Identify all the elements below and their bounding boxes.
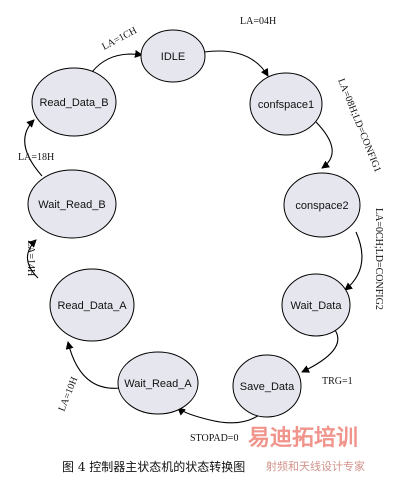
edge-idle-to-confspace1: [203, 50, 269, 77]
label-wait-read-b-to-read-data-b: LA=18H: [18, 152, 54, 163]
state-save-data-label: Save_Data: [240, 381, 295, 393]
label-confspace1-to-conspace2: LA=08H;LD=CONFIG1: [335, 77, 383, 174]
watermark-logo: 易迪拓培训: [248, 425, 358, 451]
label-read-data-a-to-wait-read-b: LA=14H: [25, 240, 36, 276]
state-wait-data-label: Wait_Data: [291, 300, 343, 312]
state-idle: IDLE: [140, 29, 206, 83]
state-read-data-b: Read_Data_B: [31, 67, 117, 137]
state-confspace1: confspace1: [249, 72, 323, 136]
label-save-data-to-wait-read-a: STOPAD=0: [190, 433, 238, 444]
state-wait-read-b-label: Wait_Read_B: [38, 199, 105, 211]
state-read-data-a-label: Read_Data_A: [57, 300, 127, 312]
state-conspace2: conspace2: [283, 172, 361, 238]
figure-caption: 图 4 控制器主状态机的状态转换图: [62, 459, 245, 474]
label-wait-read-a-to-read-data-a: LA=10H: [57, 375, 81, 413]
edge-wait-data-to-save-data: [301, 329, 339, 373]
edge-read-data-b-to-idle: [91, 49, 143, 73]
state-confspace1-label: confspace1: [258, 99, 314, 111]
edge-confspace1-to-conspace2: [315, 121, 333, 169]
state-read-data-a: Read_Data_A: [49, 268, 135, 342]
state-read-data-b-label: Read_Data_B: [39, 97, 108, 109]
edge-read-data-a-to-wait-read-b: [26, 239, 39, 279]
state-wait-data: Wait_Data: [281, 273, 351, 337]
edge-conspace2-to-wait-data: [344, 231, 363, 291]
edge-wait-read-b-to-read-data-b: [24, 119, 43, 177]
edge-wait-read-a-to-read-data-a: [65, 341, 121, 389]
state-idle-label: IDLE: [161, 51, 185, 63]
state-wait-read-a: Wait_Read_A: [117, 351, 199, 415]
label-wait-data-to-save-data: TRG=1: [322, 376, 353, 387]
label-idle-to-confspace1: LA=04H: [240, 16, 276, 27]
label-read-data-b-to-idle: LA=1CH: [100, 25, 139, 52]
state-save-data: Save_Data: [232, 354, 302, 418]
state-wait-read-b: Wait_Read_B: [27, 169, 117, 239]
state-conspace2-label: conspace2: [295, 200, 348, 212]
state-wait-read-a-label: Wait_Read_A: [124, 378, 192, 390]
watermark-tagline: 射频和天线设计专家: [266, 459, 365, 473]
label-conspace2-to-wait-data: LA=0CH;LD=CONFIG2: [373, 208, 384, 310]
